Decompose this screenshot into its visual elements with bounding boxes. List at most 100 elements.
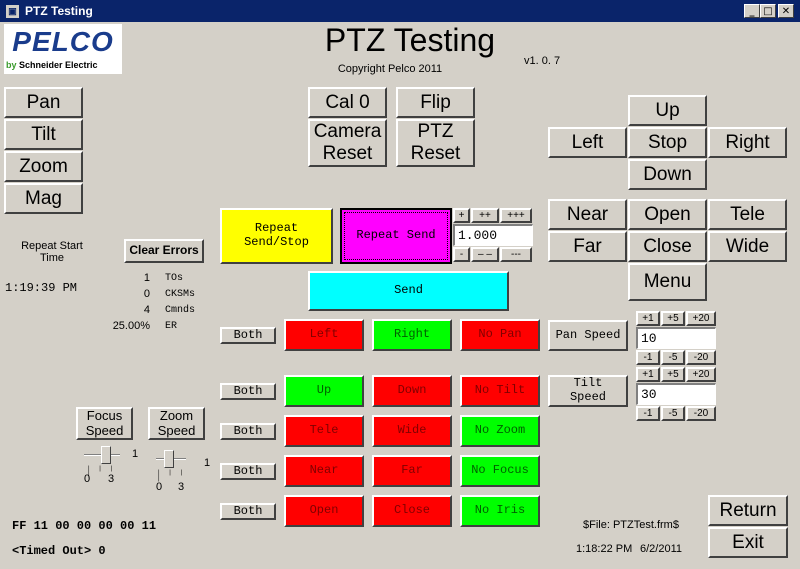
no-zoom-button[interactable]: No Zoom bbox=[460, 415, 540, 447]
repeat-start-label: Repeat Start Time bbox=[21, 240, 83, 264]
er-label: ER bbox=[165, 321, 178, 332]
zoom-speed-slider[interactable]: | | | | bbox=[156, 448, 196, 482]
tilt-speed-minus5-button[interactable]: -5 bbox=[661, 406, 685, 421]
tilt-button[interactable]: Tilt bbox=[4, 119, 83, 150]
focus-near-button[interactable]: Near bbox=[284, 455, 364, 487]
tilt-speed-button[interactable]: Tilt Speed bbox=[548, 375, 628, 407]
close-button[interactable]: ✕ bbox=[778, 4, 794, 18]
tilt-speed-minus1-button[interactable]: -1 bbox=[636, 406, 660, 421]
repeat-start-time: 1:19:39 PM bbox=[5, 281, 78, 295]
pan-speed-minus1-button[interactable]: -1 bbox=[636, 350, 660, 365]
pan-speed-plus5-button[interactable]: +5 bbox=[661, 311, 685, 326]
focus-speed-min: 0 bbox=[84, 473, 91, 485]
cksm-count: 0 bbox=[143, 288, 150, 300]
zoom-speed-value: 1 bbox=[204, 457, 211, 469]
cmnds-label: Cmnds bbox=[165, 305, 196, 316]
focus-speed-max: 3 bbox=[108, 473, 115, 485]
tos-label: TOs bbox=[165, 273, 184, 284]
pan-speed-plus1-button[interactable]: +1 bbox=[636, 311, 660, 326]
send-button[interactable]: Send bbox=[308, 271, 509, 311]
tilt-up-button[interactable]: Up bbox=[284, 375, 364, 407]
interval-plus3-button[interactable]: +++ bbox=[500, 208, 532, 223]
maximize-icon: □ bbox=[763, 5, 773, 17]
zoom-speed-max: 3 bbox=[178, 481, 185, 493]
no-iris-button[interactable]: No Iris bbox=[460, 495, 540, 527]
pan-right-button[interactable]: Right bbox=[372, 319, 452, 351]
tele-button[interactable]: Tele bbox=[708, 199, 787, 230]
tilt-speed-plus5-button[interactable]: +5 bbox=[661, 367, 685, 382]
interval-minus2-button[interactable]: – – bbox=[471, 247, 499, 262]
pan-left-button[interactable]: Left bbox=[284, 319, 364, 351]
tilt-down-button[interactable]: Down bbox=[372, 375, 452, 407]
zoom-slider-ticks: | | | | bbox=[158, 470, 187, 482]
repeat-send-stop-button[interactable]: Repeat Send/Stop bbox=[220, 208, 333, 264]
tilt-both-button[interactable]: Both bbox=[220, 383, 276, 400]
pan-both-button[interactable]: Both bbox=[220, 327, 276, 344]
minimize-button[interactable]: _ bbox=[744, 4, 760, 18]
near-button[interactable]: Near bbox=[548, 199, 627, 230]
iris-close-button[interactable]: Close bbox=[372, 495, 452, 527]
close-lens-button[interactable]: Close bbox=[628, 231, 707, 262]
focus-speed-slider[interactable]: | | | | bbox=[84, 444, 124, 478]
zoom-slider-thumb[interactable] bbox=[163, 450, 174, 468]
zoom-tele-button[interactable]: Tele bbox=[284, 415, 364, 447]
hex-command: FF 11 00 00 00 00 11 bbox=[12, 519, 157, 533]
current-time: 1:18:22 PM bbox=[576, 543, 633, 555]
no-focus-button[interactable]: No Focus bbox=[460, 455, 540, 487]
focus-both-button[interactable]: Both bbox=[220, 463, 276, 480]
down-button[interactable]: Down bbox=[628, 159, 707, 190]
tilt-speed-input[interactable]: 30 bbox=[636, 383, 716, 405]
wide-button[interactable]: Wide bbox=[708, 231, 787, 262]
tilt-speed-plus1-button[interactable]: +1 bbox=[636, 367, 660, 382]
pan-speed-input[interactable]: 10 bbox=[636, 327, 716, 349]
logo-by: by bbox=[6, 60, 17, 70]
interval-minus1-button[interactable]: - bbox=[453, 247, 470, 262]
exit-button[interactable]: Exit bbox=[708, 527, 788, 558]
pan-speed-minus5-button[interactable]: -5 bbox=[661, 350, 685, 365]
pan-speed-plus20-button[interactable]: +20 bbox=[686, 311, 716, 326]
camera-reset-button[interactable]: Camera Reset bbox=[308, 119, 387, 167]
pan-speed-button[interactable]: Pan Speed bbox=[548, 320, 628, 351]
pelco-logo: PELCO by Schneider Electric bbox=[4, 24, 122, 74]
open-button[interactable]: Open bbox=[628, 199, 707, 230]
zoom-both-button[interactable]: Both bbox=[220, 423, 276, 440]
repeat-send-button[interactable]: Repeat Send bbox=[340, 208, 452, 264]
clear-errors-button[interactable]: Clear Errors bbox=[124, 239, 204, 263]
focus-speed-value: 1 bbox=[132, 448, 139, 460]
right-button[interactable]: Right bbox=[708, 127, 787, 158]
pan-button[interactable]: Pan bbox=[4, 87, 83, 118]
maximize-button[interactable]: □ bbox=[760, 4, 776, 18]
iris-both-button[interactable]: Both bbox=[220, 503, 276, 520]
interval-input[interactable]: 1.000 bbox=[453, 224, 533, 246]
mag-button[interactable]: Mag bbox=[4, 183, 83, 214]
minimize-icon: _ bbox=[749, 5, 755, 17]
stop-button[interactable]: Stop bbox=[628, 127, 707, 158]
tilt-speed-plus20-button[interactable]: +20 bbox=[686, 367, 716, 382]
iris-open-button[interactable]: Open bbox=[284, 495, 364, 527]
logo-brand: PELCO bbox=[12, 26, 114, 57]
cal0-button[interactable]: Cal 0 bbox=[308, 87, 387, 118]
zoom-wide-button[interactable]: Wide bbox=[372, 415, 452, 447]
window-title: PTZ Testing bbox=[25, 4, 93, 18]
zoom-speed-button[interactable]: Zoom Speed bbox=[148, 407, 205, 440]
menu-button[interactable]: Menu bbox=[628, 263, 707, 301]
tilt-speed-minus20-button[interactable]: -20 bbox=[686, 406, 716, 421]
interval-minus3-button[interactable]: --- bbox=[500, 247, 532, 262]
far-button[interactable]: Far bbox=[548, 231, 627, 262]
pan-speed-minus20-button[interactable]: -20 bbox=[686, 350, 716, 365]
up-button[interactable]: Up bbox=[628, 95, 707, 126]
focus-speed-button[interactable]: Focus Speed bbox=[76, 407, 133, 440]
app-icon: ▣ bbox=[6, 4, 19, 18]
interval-plus1-button[interactable]: + bbox=[453, 208, 470, 223]
focus-far-button[interactable]: Far bbox=[372, 455, 452, 487]
left-button[interactable]: Left bbox=[548, 127, 627, 158]
no-pan-button[interactable]: No Pan bbox=[460, 319, 540, 351]
focus-slider-thumb[interactable] bbox=[101, 446, 112, 464]
ptz-reset-button[interactable]: PTZ Reset bbox=[396, 119, 475, 167]
return-button[interactable]: Return bbox=[708, 495, 788, 526]
zoom-button[interactable]: Zoom bbox=[4, 151, 83, 182]
tos-count: 1 bbox=[143, 272, 150, 284]
flip-button[interactable]: Flip bbox=[396, 87, 475, 118]
interval-plus2-button[interactable]: ++ bbox=[471, 208, 499, 223]
no-tilt-button[interactable]: No Tilt bbox=[460, 375, 540, 407]
